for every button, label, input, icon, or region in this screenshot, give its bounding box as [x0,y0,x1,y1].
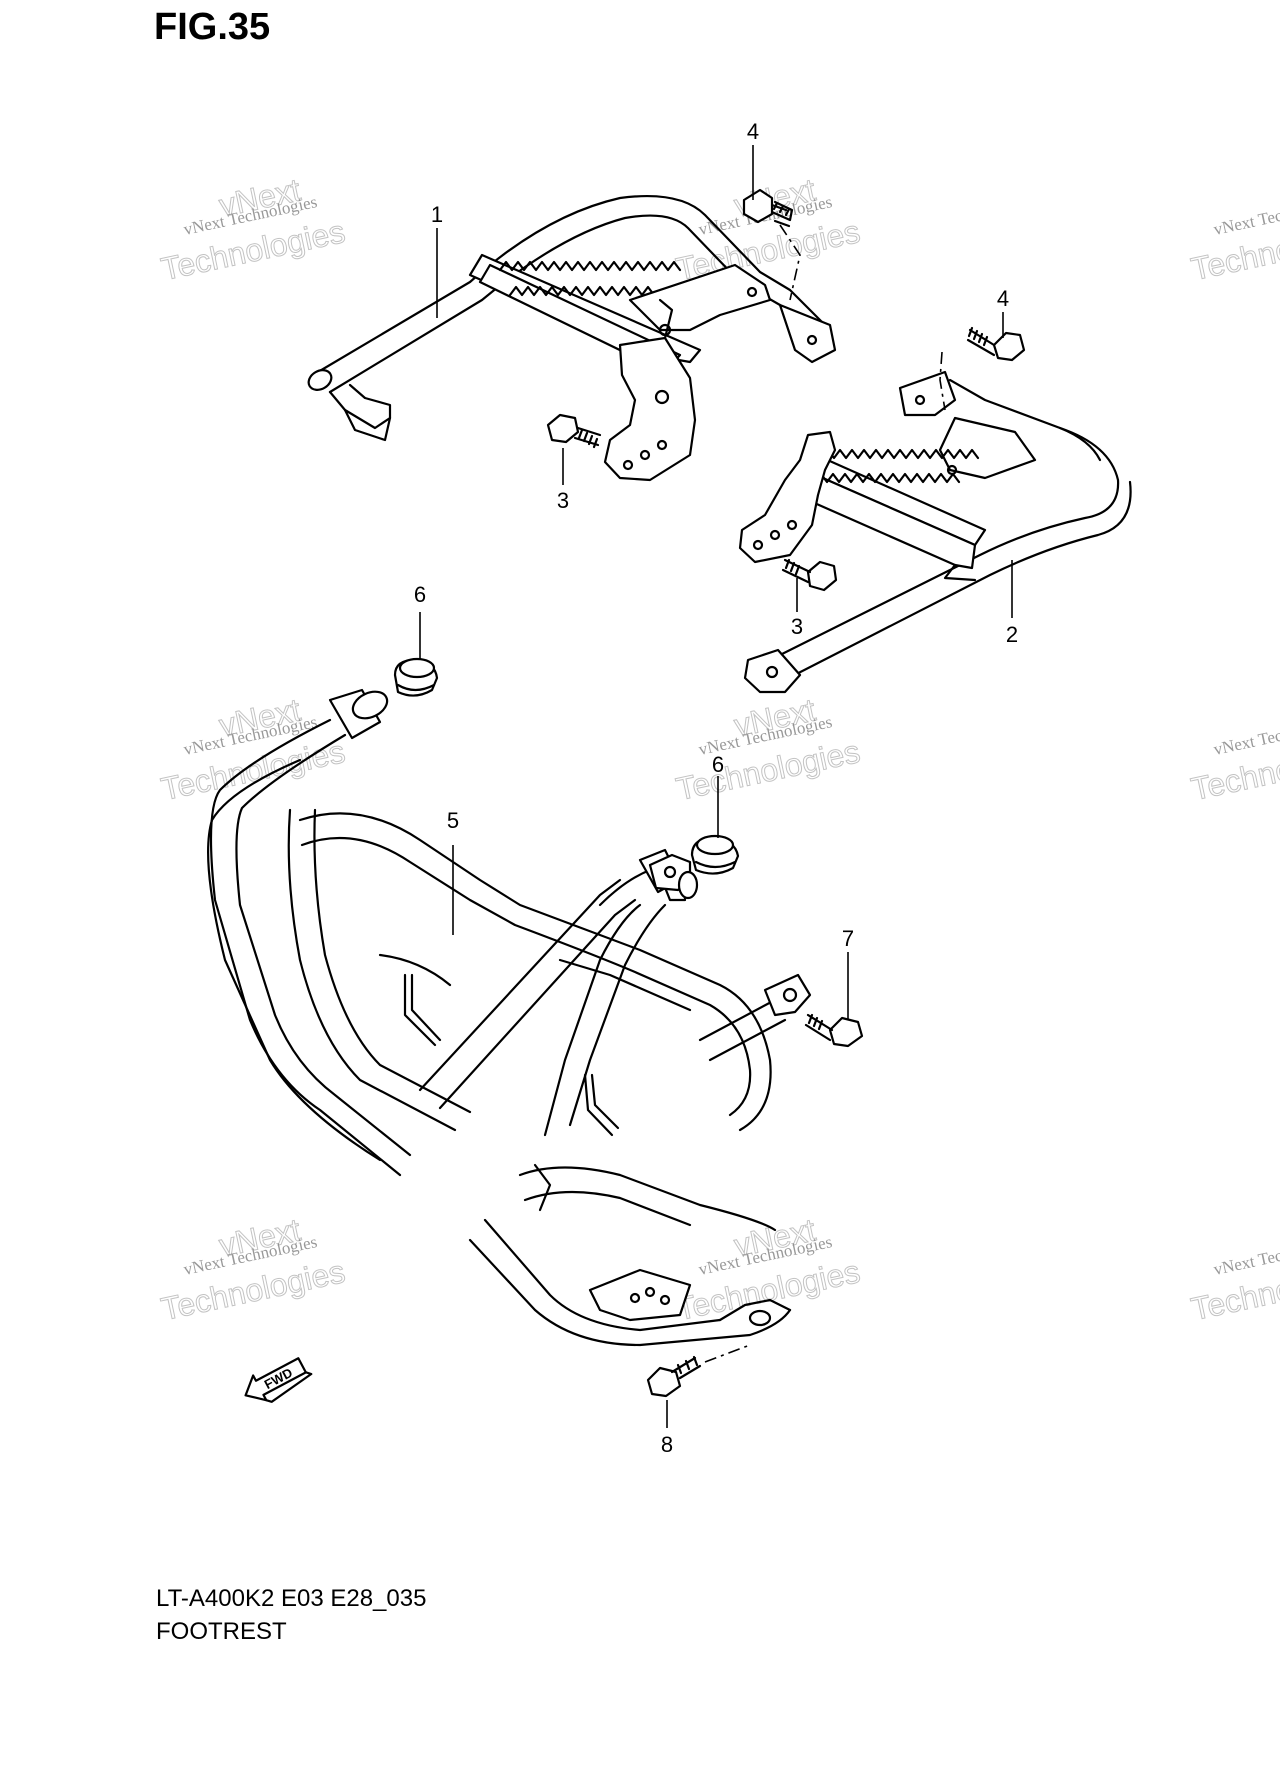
callout-3-right: 3 [791,614,803,639]
watermark: vNext Technologies Technologies vNext [157,691,348,808]
bolt-7 [804,1013,864,1048]
callout-labels: 1 2 3 3 4 4 5 6 6 7 8 [414,119,1018,1457]
bolt-3-left [546,413,602,449]
callout-4-upper: 4 [747,119,759,144]
grommet-6-upper [393,657,439,697]
watermark-text: vNext Technologies [1212,1232,1280,1279]
watermark-text: vNext Technologies [1212,192,1280,239]
watermark: vNext Technologies Technologies [1187,192,1280,288]
callout-7: 7 [842,926,854,951]
callout-5: 5 [447,808,459,833]
model-code: LT-A400K2 E03 E28_035 [156,1585,427,1612]
watermark-text: vNext Technologies [1212,712,1280,759]
callout-2: 2 [1006,622,1018,647]
bolt-8 [646,1355,702,1398]
bolt-4-upper [742,188,794,228]
callout-8: 8 [661,1432,673,1457]
callout-3-left: 3 [557,488,569,513]
bolt-3-right [781,558,838,592]
callout-1: 1 [431,202,443,227]
grommet-6-lower [690,834,740,875]
fwd-direction-arrow: FWD [244,1357,313,1403]
watermark: vNext Technologies Technologies vNext [672,691,863,808]
part-2-right-footrest [738,370,1132,694]
bolt-4-right [966,326,1026,362]
watermark: vNext Technologies Technologies [1187,712,1280,808]
watermark: vNext Technologies Technologies [1187,1232,1280,1328]
watermark: vNext Technologies Technologies vNext [157,1211,348,1328]
section-name: FOOTREST [156,1618,287,1645]
watermark: vNext Technologies Technologies vNext [672,171,863,288]
watermark: vNext Technologies Technologies vNext [157,171,348,288]
figure-title: FIG.35 [154,6,271,48]
callout-6-lower: 6 [712,752,724,777]
part-5-front-guard [207,688,812,1347]
leader-lines [419,145,1013,1428]
callout-6-upper: 6 [414,582,426,607]
watermark: vNext Technologies Technologies vNext [672,1211,863,1328]
callout-4-right: 4 [997,286,1009,311]
part-1-left-footrest [307,195,837,482]
watermark-group: vNext Technologies Technologies vNext vN… [157,171,1280,1328]
